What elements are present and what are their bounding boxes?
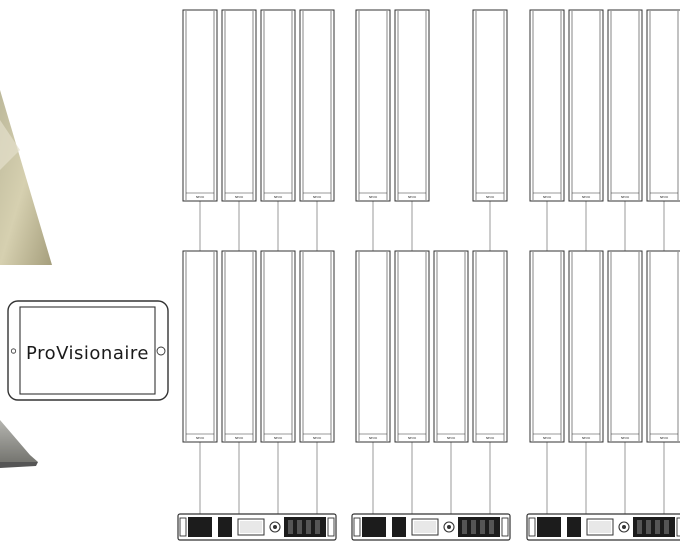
column-speaker: NEXO: [182, 9, 218, 202]
speaker-label: NEXO: [408, 436, 417, 440]
speaker-label: NEXO: [369, 195, 378, 199]
cables: [199, 201, 665, 514]
column-speaker: NEXO: [221, 250, 257, 443]
column-speaker: NEXO: [260, 9, 296, 202]
column-speaker: NEXO: [355, 9, 391, 202]
tablet-home-button-icon: [156, 346, 166, 356]
column-speaker: NEXO: [299, 9, 335, 202]
speaker-label: NEXO: [235, 195, 244, 199]
speaker-label: NEXO: [196, 195, 205, 199]
speaker-label: NEXO: [369, 436, 378, 440]
column-speaker: NEXO: [646, 250, 680, 443]
tablet-app-name: ProVisionaire: [26, 343, 149, 364]
amplifier-rack-icon: [177, 513, 337, 541]
column-speaker: NEXO: [394, 250, 430, 443]
column-speaker: NEXO: [607, 9, 643, 202]
column-speaker: NEXO: [394, 9, 430, 202]
tablet-camera-icon: [10, 348, 17, 354]
speaker-array: NEXO NEXO NEXO NEXO NEXO NEXO NEXO NEXO NEXO NEXO…: [182, 9, 680, 443]
column-speaker: NEXO: [221, 9, 257, 202]
amplifier-row: [177, 513, 680, 541]
column-speaker: NEXO: [299, 250, 335, 443]
column-speaker: NEXO: [433, 250, 469, 443]
column-speaker: NEXO: [568, 250, 604, 443]
speaker-label: NEXO: [486, 436, 495, 440]
column-speaker: NEXO: [260, 250, 296, 443]
speaker-label: NEXO: [582, 195, 591, 199]
speaker-label: NEXO: [447, 436, 456, 440]
column-speaker: NEXO: [568, 9, 604, 202]
tablet-icon: ProVisionaire: [7, 300, 169, 401]
amplifier-rack-icon: [351, 513, 511, 541]
column-speaker: NEXO: [529, 9, 565, 202]
speaker-label: NEXO: [235, 436, 244, 440]
speaker-label: NEXO: [543, 436, 552, 440]
speaker-label: NEXO: [660, 195, 669, 199]
column-speaker: NEXO: [182, 250, 218, 443]
speaker-label: NEXO: [274, 195, 283, 199]
speaker-label: NEXO: [313, 195, 322, 199]
speaker-label: NEXO: [543, 195, 552, 199]
speaker-label: NEXO: [660, 436, 669, 440]
column-speaker: NEXO: [529, 250, 565, 443]
speaker-label: NEXO: [582, 436, 591, 440]
amplifier-rack-icon: [526, 513, 680, 541]
column-speaker: NEXO: [355, 250, 391, 443]
column-speaker: NEXO: [472, 250, 508, 443]
speaker-label: NEXO: [621, 195, 630, 199]
speaker-label: NEXO: [486, 195, 495, 199]
speaker-label: NEXO: [274, 436, 283, 440]
laptop-photo: [0, 90, 52, 468]
column-speaker: NEXO: [646, 9, 680, 202]
column-speaker: NEXO: [607, 250, 643, 443]
speaker-label: NEXO: [621, 436, 630, 440]
speaker-label: NEXO: [313, 436, 322, 440]
column-speaker: NEXO: [472, 9, 508, 202]
speaker-label: NEXO: [408, 195, 417, 199]
speaker-label: NEXO: [196, 436, 205, 440]
